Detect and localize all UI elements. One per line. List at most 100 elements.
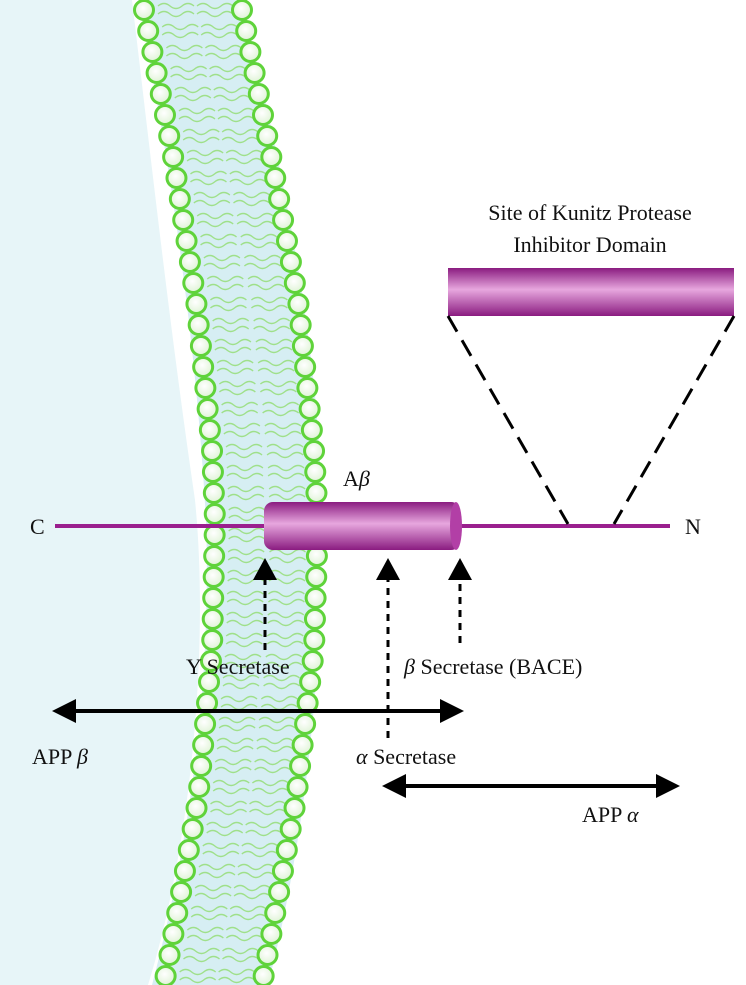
lipid-head [299,671,322,693]
lipid-tail [202,850,279,858]
lipid-head [170,881,193,903]
lipid-head [283,272,306,294]
kunitz-zoom-line-left [446,315,570,525]
lipid-head [185,293,208,315]
lipid-head [158,944,181,966]
lipid-head [165,167,188,189]
lipid-tail [182,136,259,144]
lipid-head [196,398,219,420]
lipid-head [303,440,326,462]
lipid-tail [214,766,292,774]
lipid-tail [186,934,263,942]
lipid-tail [190,913,267,921]
lipid-tail [203,262,281,270]
lipid-head [260,923,283,945]
lipid-head [162,146,185,168]
lipid-head [149,83,172,105]
lipid-head [198,671,221,693]
lipid-head [289,314,312,336]
abeta-label: Aβ [343,468,370,490]
lipid-head [304,587,327,609]
lipid-tails [157,2,307,984]
app-beta-prefix: APP [32,744,78,769]
lipid-head [172,209,195,231]
lipid-tail [212,325,291,333]
lipid-tail [196,220,274,228]
beta-secretase-greek: β [404,654,415,679]
lipid-tail [178,115,255,123]
lipid-head [201,608,224,630]
lipid-tail [224,661,303,669]
lipid-head [298,398,321,420]
lipid-head [181,818,204,840]
lipid-tail [183,955,259,963]
lipid-head [182,272,205,294]
lipid-head [252,965,275,985]
kunitz-zoom-line-right [612,315,736,525]
lipid-tail [178,107,255,115]
lipid-head [201,440,224,462]
lipid-head [296,377,319,399]
lipid-head [201,629,224,651]
lipid-head [264,167,287,189]
lipid-tail [226,598,305,606]
lipid-tail [210,800,286,808]
lipid-tail [214,346,293,354]
lipid-head [177,839,200,861]
lipid-tail [194,892,271,900]
lipid-tail [170,65,247,73]
lipid-tail [193,191,270,199]
lipid-head [194,713,217,735]
lipid-tail [227,556,306,564]
lipid-head [133,0,155,21]
lipid-tail [209,296,288,304]
lipid-tail [223,422,302,430]
lipid-head [268,881,291,903]
lipid-head [202,482,225,504]
lipid-tail [198,863,275,871]
beta-secretase-label: β Secretase (BACE) [404,656,582,678]
lipid-tail [226,611,305,619]
kunitz-site-label: Site of Kunitz Protease Inhibitor Domain [430,197,746,261]
lipid-head [264,902,287,924]
lipid-head [235,20,258,42]
lipid-tail [225,451,304,459]
lipid-tail [179,976,256,984]
lipid-tail [225,632,304,640]
lipid-head [272,209,295,231]
lipid-tail [227,493,306,501]
lipid-head [275,230,298,252]
gamma-secretase-label: Y Secretase [186,654,290,679]
lipid-head [192,734,215,756]
lipid-head [154,965,177,985]
lipid-tail [226,590,305,598]
lipid-head [283,797,306,819]
lipid-tail [225,443,304,451]
lipid-head [291,335,314,357]
lipid-tail [194,884,271,892]
lipid-tail [186,149,263,157]
lipid-tail [206,283,285,291]
lipid-head [194,377,217,399]
lipid-head [203,524,226,546]
lipid-tail [161,23,238,31]
lipid-head [301,650,324,672]
lipid-head [168,188,191,210]
lipid-tail [218,380,297,388]
lipid-head [305,566,328,588]
lipid-tail [227,485,306,493]
lipid-tail [216,359,295,367]
lipid-head [289,755,312,777]
lipid-head [158,125,181,147]
lipid-tail [157,10,234,18]
lipid-tail [226,464,305,472]
lipid-tail [226,472,305,480]
lipid-tail [190,170,267,178]
alpha-secretase-label: α Secretase [356,746,456,768]
lipid-head [239,41,262,63]
lipid-tail [226,619,305,627]
lipid-tail [206,275,285,283]
lipid-tail [182,128,259,136]
lipid-tail [203,254,281,262]
cytoplasm-region [0,0,200,985]
